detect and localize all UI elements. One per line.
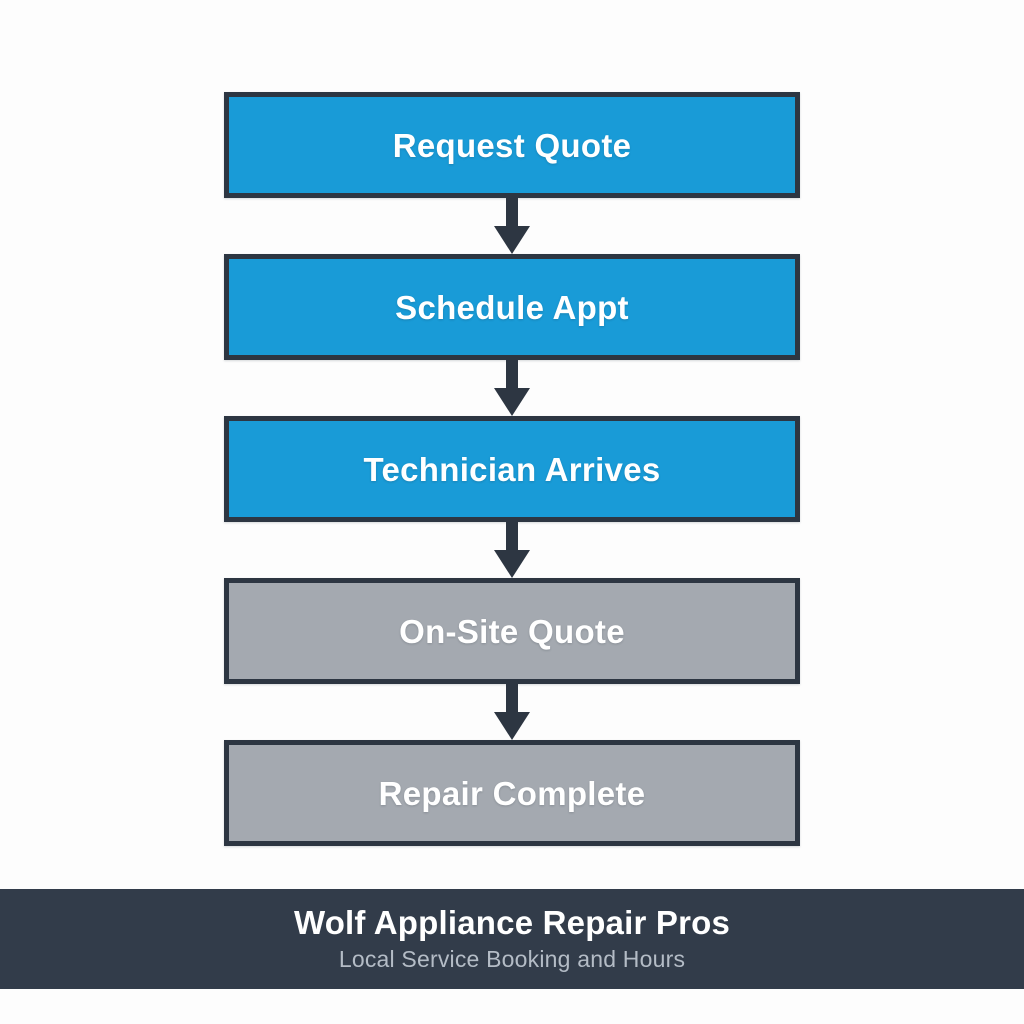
flow-connector-3 [224, 522, 800, 578]
flow-node-repair-complete[interactable]: Repair Complete [224, 740, 800, 846]
flow-node-label: On-Site Quote [399, 612, 625, 650]
footer-subtitle: Local Service Booking and Hours [338, 945, 686, 972]
arrow-down-head-icon [494, 226, 530, 254]
flow-connector-2 [224, 360, 800, 416]
arrow-down-icon [506, 522, 518, 552]
arrow-down-icon [506, 360, 518, 390]
arrow-down-icon [506, 684, 518, 714]
flow-node-label: Technician Arrives [363, 450, 661, 488]
arrow-down-head-icon [494, 388, 530, 416]
flow-node-label: Schedule Appt [395, 288, 629, 326]
flow-node-label: Repair Complete [378, 774, 646, 812]
flow-connector-4 [224, 684, 800, 740]
flow-node-technician-arrives[interactable]: Technician Arrives [224, 416, 800, 522]
flow-node-schedule-appt[interactable]: Schedule Appt [224, 254, 800, 360]
flow-node-request-quote[interactable]: Request Quote [224, 92, 800, 198]
arrow-down-head-icon [494, 550, 530, 578]
flow-step-column: Request Quote Schedule Appt Technician A… [224, 92, 800, 846]
flow-node-label: Request Quote [392, 126, 632, 164]
arrow-down-head-icon [494, 712, 530, 740]
flow-node-on-site-quote[interactable]: On-Site Quote [224, 578, 800, 684]
footer-title: Wolf Appliance Repair Pros [293, 903, 731, 941]
footer-banner: Wolf Appliance Repair Pros Local Service… [0, 889, 1024, 989]
arrow-down-icon [506, 198, 518, 228]
flow-connector-1 [224, 198, 800, 254]
